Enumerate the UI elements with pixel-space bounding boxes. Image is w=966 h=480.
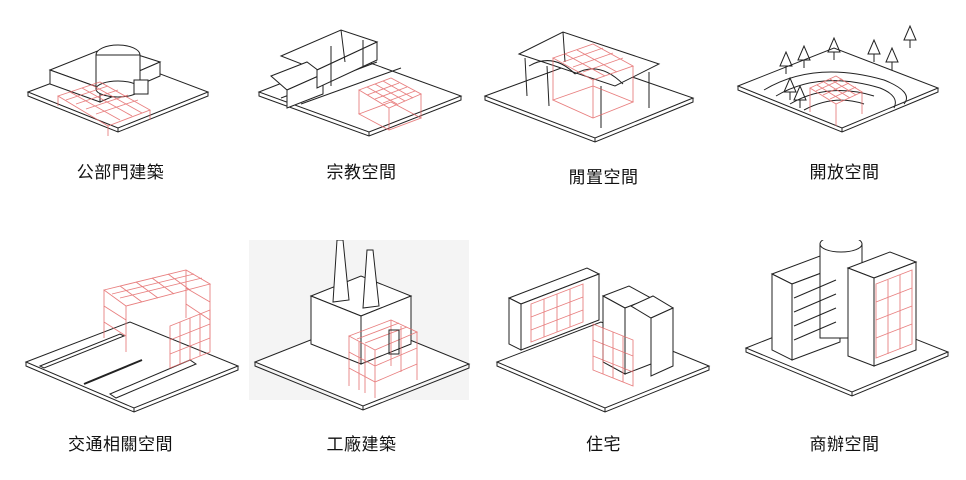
panel-label: 商辦空間 <box>809 435 880 455</box>
panel-label: 工廠建築 <box>326 435 397 455</box>
temple-illustration <box>257 29 463 137</box>
panel-label: 開放空間 <box>809 163 880 183</box>
panel-label: 交通相關空間 <box>68 435 173 455</box>
panel-label: 宗教空間 <box>326 163 397 183</box>
open-park-illustration <box>736 24 940 133</box>
panel-temple: 宗教空間 <box>241 0 482 240</box>
residential-illustration <box>495 267 711 413</box>
vacant-shed-illustration <box>483 31 695 143</box>
panel-factory: 工廠建築 <box>241 240 482 480</box>
panel-label: 閒置空間 <box>568 168 639 188</box>
transport-illustration <box>24 269 240 413</box>
panel-open-park: 開放空間 <box>724 0 965 240</box>
public-building-illustration <box>26 44 210 136</box>
panel-label: 住宅 <box>586 435 621 455</box>
office-illustration <box>744 240 950 397</box>
panel-vacant-shed: 閒置空間 <box>483 0 724 240</box>
panel-label: 公部門建築 <box>76 163 165 183</box>
factory-illustration <box>249 240 471 411</box>
panel-office: 商辦空間 <box>724 240 965 480</box>
panel-residential: 住宅 <box>483 240 724 480</box>
panel-public-building: 公部門建築 <box>0 0 241 240</box>
panel-transport: 交通相關空間 <box>0 240 241 480</box>
